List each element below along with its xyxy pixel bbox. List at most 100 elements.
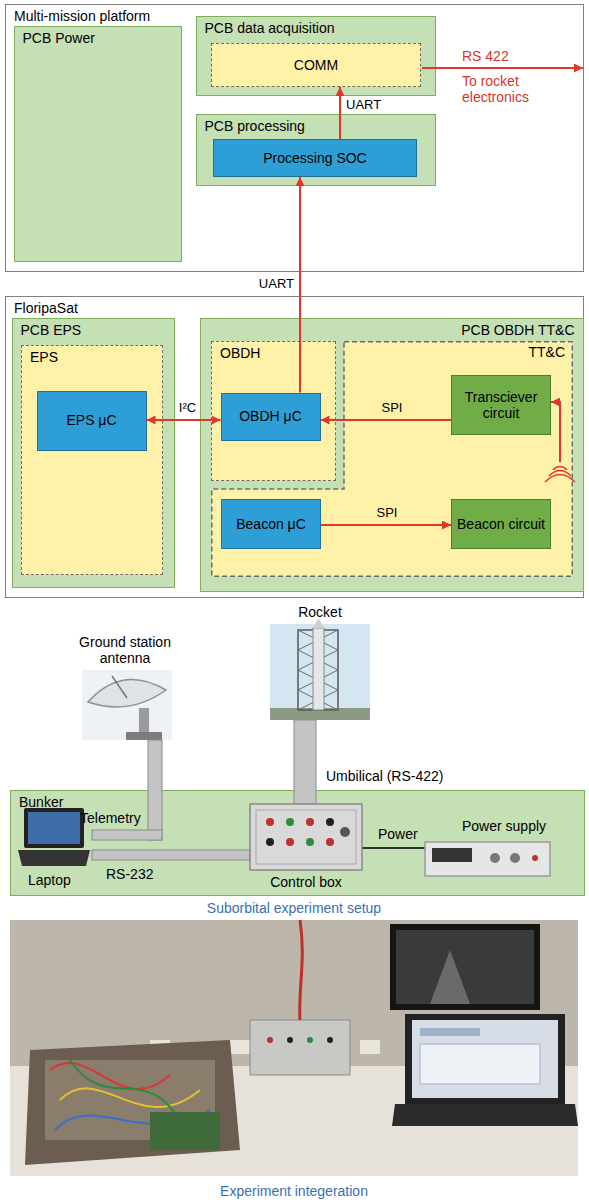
part-label: Ground station antenna	[79, 634, 171, 666]
box-label: OBDH	[220, 345, 260, 361]
integration-photo	[10, 920, 578, 1176]
signal-label: SPI	[382, 400, 403, 415]
rs422-wire	[422, 67, 583, 69]
integration-photo	[392, 1104, 578, 1126]
integration-photo	[430, 950, 470, 1004]
control-box-illustration	[266, 818, 274, 826]
integration-photo	[420, 1044, 540, 1084]
signal-arrow	[339, 87, 341, 139]
box-label: EPS	[30, 349, 58, 365]
laptop-illustration	[28, 812, 80, 844]
integration-photo	[25, 1040, 240, 1165]
integration-photo	[390, 924, 540, 1010]
part-label: Laptop	[28, 872, 71, 888]
signal-label: SPI	[377, 505, 398, 520]
processor-box: Processing SOC	[213, 139, 417, 177]
integration-photo	[287, 1037, 293, 1043]
control-box-illustration	[250, 804, 362, 870]
integration-photo	[250, 1020, 350, 1075]
antenna-illustration	[88, 679, 166, 706]
part-label: Rocket	[298, 604, 342, 620]
pcb-board: PCB EPS EPS EPS μC	[12, 318, 175, 588]
cable-label-holder: Telemetry	[80, 810, 141, 826]
box-label: Beacon circuit	[457, 516, 545, 532]
control-box-illustration	[326, 818, 334, 826]
circuit-box: Transciever circuit	[451, 375, 551, 435]
part-label: Control box	[270, 874, 342, 890]
module-area: EPS EPS μC	[21, 345, 163, 575]
integration-photo	[300, 920, 303, 1020]
power-supply-illustration	[532, 855, 538, 861]
module-outline	[212, 342, 573, 577]
part-label-holder: Rocket	[298, 604, 342, 620]
antenna-illustration	[82, 670, 172, 740]
box-label: PCB data acquisition	[205, 20, 335, 36]
pcb-board: PCB Power	[14, 26, 182, 262]
cable-ribbon	[148, 740, 162, 840]
signal-label: RS 422	[462, 48, 509, 64]
control-box-illustration	[256, 810, 356, 864]
part-label-holder: Ground station antenna	[60, 634, 190, 666]
pcb-board: PCB data acquisitionCOMM	[196, 16, 436, 96]
part-label: Power supply	[462, 818, 546, 834]
control-box-illustration	[286, 818, 294, 826]
control-box-illustration	[340, 827, 350, 837]
pcb-board: PCB OBDH TT&COBDHOBDH μCTT&CTransciever …	[200, 318, 584, 592]
box-label: EPS μC	[66, 412, 116, 428]
control-box-illustration	[250, 804, 362, 870]
box-label: PCB EPS	[21, 322, 82, 338]
power-supply-illustration	[432, 848, 472, 862]
control-box-illustration	[306, 818, 314, 826]
signal-label: UART	[346, 97, 381, 112]
power-supply-illustration	[490, 853, 500, 863]
power-supply-illustration	[425, 842, 550, 876]
control-box-illustration	[326, 838, 334, 846]
integration-photo	[50, 1063, 170, 1089]
antenna-illustration	[126, 732, 162, 740]
signal-arrow	[147, 419, 221, 421]
box-label: TT&C	[528, 344, 565, 360]
box-label: Beacon μC	[236, 516, 306, 532]
signal-label-holder: RS 422	[462, 48, 509, 64]
box-label: COMM	[294, 57, 338, 73]
cable-label-holder: Power	[378, 826, 418, 842]
signal-label-holder: UART	[259, 277, 294, 291]
laptop-illustration	[24, 808, 84, 848]
power-supply-illustration	[510, 853, 520, 863]
laptop-illustration	[18, 850, 90, 866]
integration-photo	[327, 1037, 333, 1043]
cable-label-holder: Umbilical (RS-422)	[326, 768, 443, 784]
cable-ribbon	[294, 720, 316, 804]
power-supply-illustration	[425, 842, 550, 876]
cable-label: RS-232	[106, 866, 153, 882]
cable-ribbon	[362, 847, 425, 849]
integration-photo	[396, 930, 534, 1004]
figure-caption: Suborbital experiment setup	[207, 900, 381, 916]
signal-arrow	[321, 524, 451, 526]
rocket-illustration	[270, 624, 370, 720]
control-box-illustration	[286, 838, 294, 846]
microcontroller-box: OBDH μC	[221, 393, 321, 441]
part-label-holder: Power supply	[462, 818, 546, 834]
box-label: PCB Power	[23, 30, 95, 46]
laptop-illustration	[18, 808, 90, 866]
signal-label-holder: UART	[346, 98, 381, 112]
integration-photo	[267, 1037, 273, 1043]
module-area: TT&C Transciever circuitBeacon μC Beacon c…	[211, 341, 573, 577]
part-label-holder: Laptop	[28, 872, 71, 888]
figure-caption-holder: Experiment integeration	[220, 1183, 368, 1199]
integration-photo	[150, 1112, 220, 1150]
signal-label: UART	[259, 276, 294, 291]
satellite-frame: FloripaSatPCB EPSEPSEPS μCPCB OBDH TT&CO…	[5, 296, 584, 598]
cable-label: Telemetry	[80, 810, 141, 826]
platform-frame: Multi-mission platformPCB PowerPCB data …	[5, 4, 584, 272]
part-label-holder: Control box	[270, 874, 342, 890]
figure-caption: Experiment integeration	[220, 1183, 368, 1199]
cable-ribbon	[92, 850, 250, 860]
signal-label: To rocket electronics	[462, 73, 529, 105]
module-area: OBDH OBDH μC	[211, 341, 336, 481]
cable-label-holder: RS-232	[106, 866, 153, 882]
pcb-board: PCB processingProcessing SOC	[196, 114, 436, 186]
